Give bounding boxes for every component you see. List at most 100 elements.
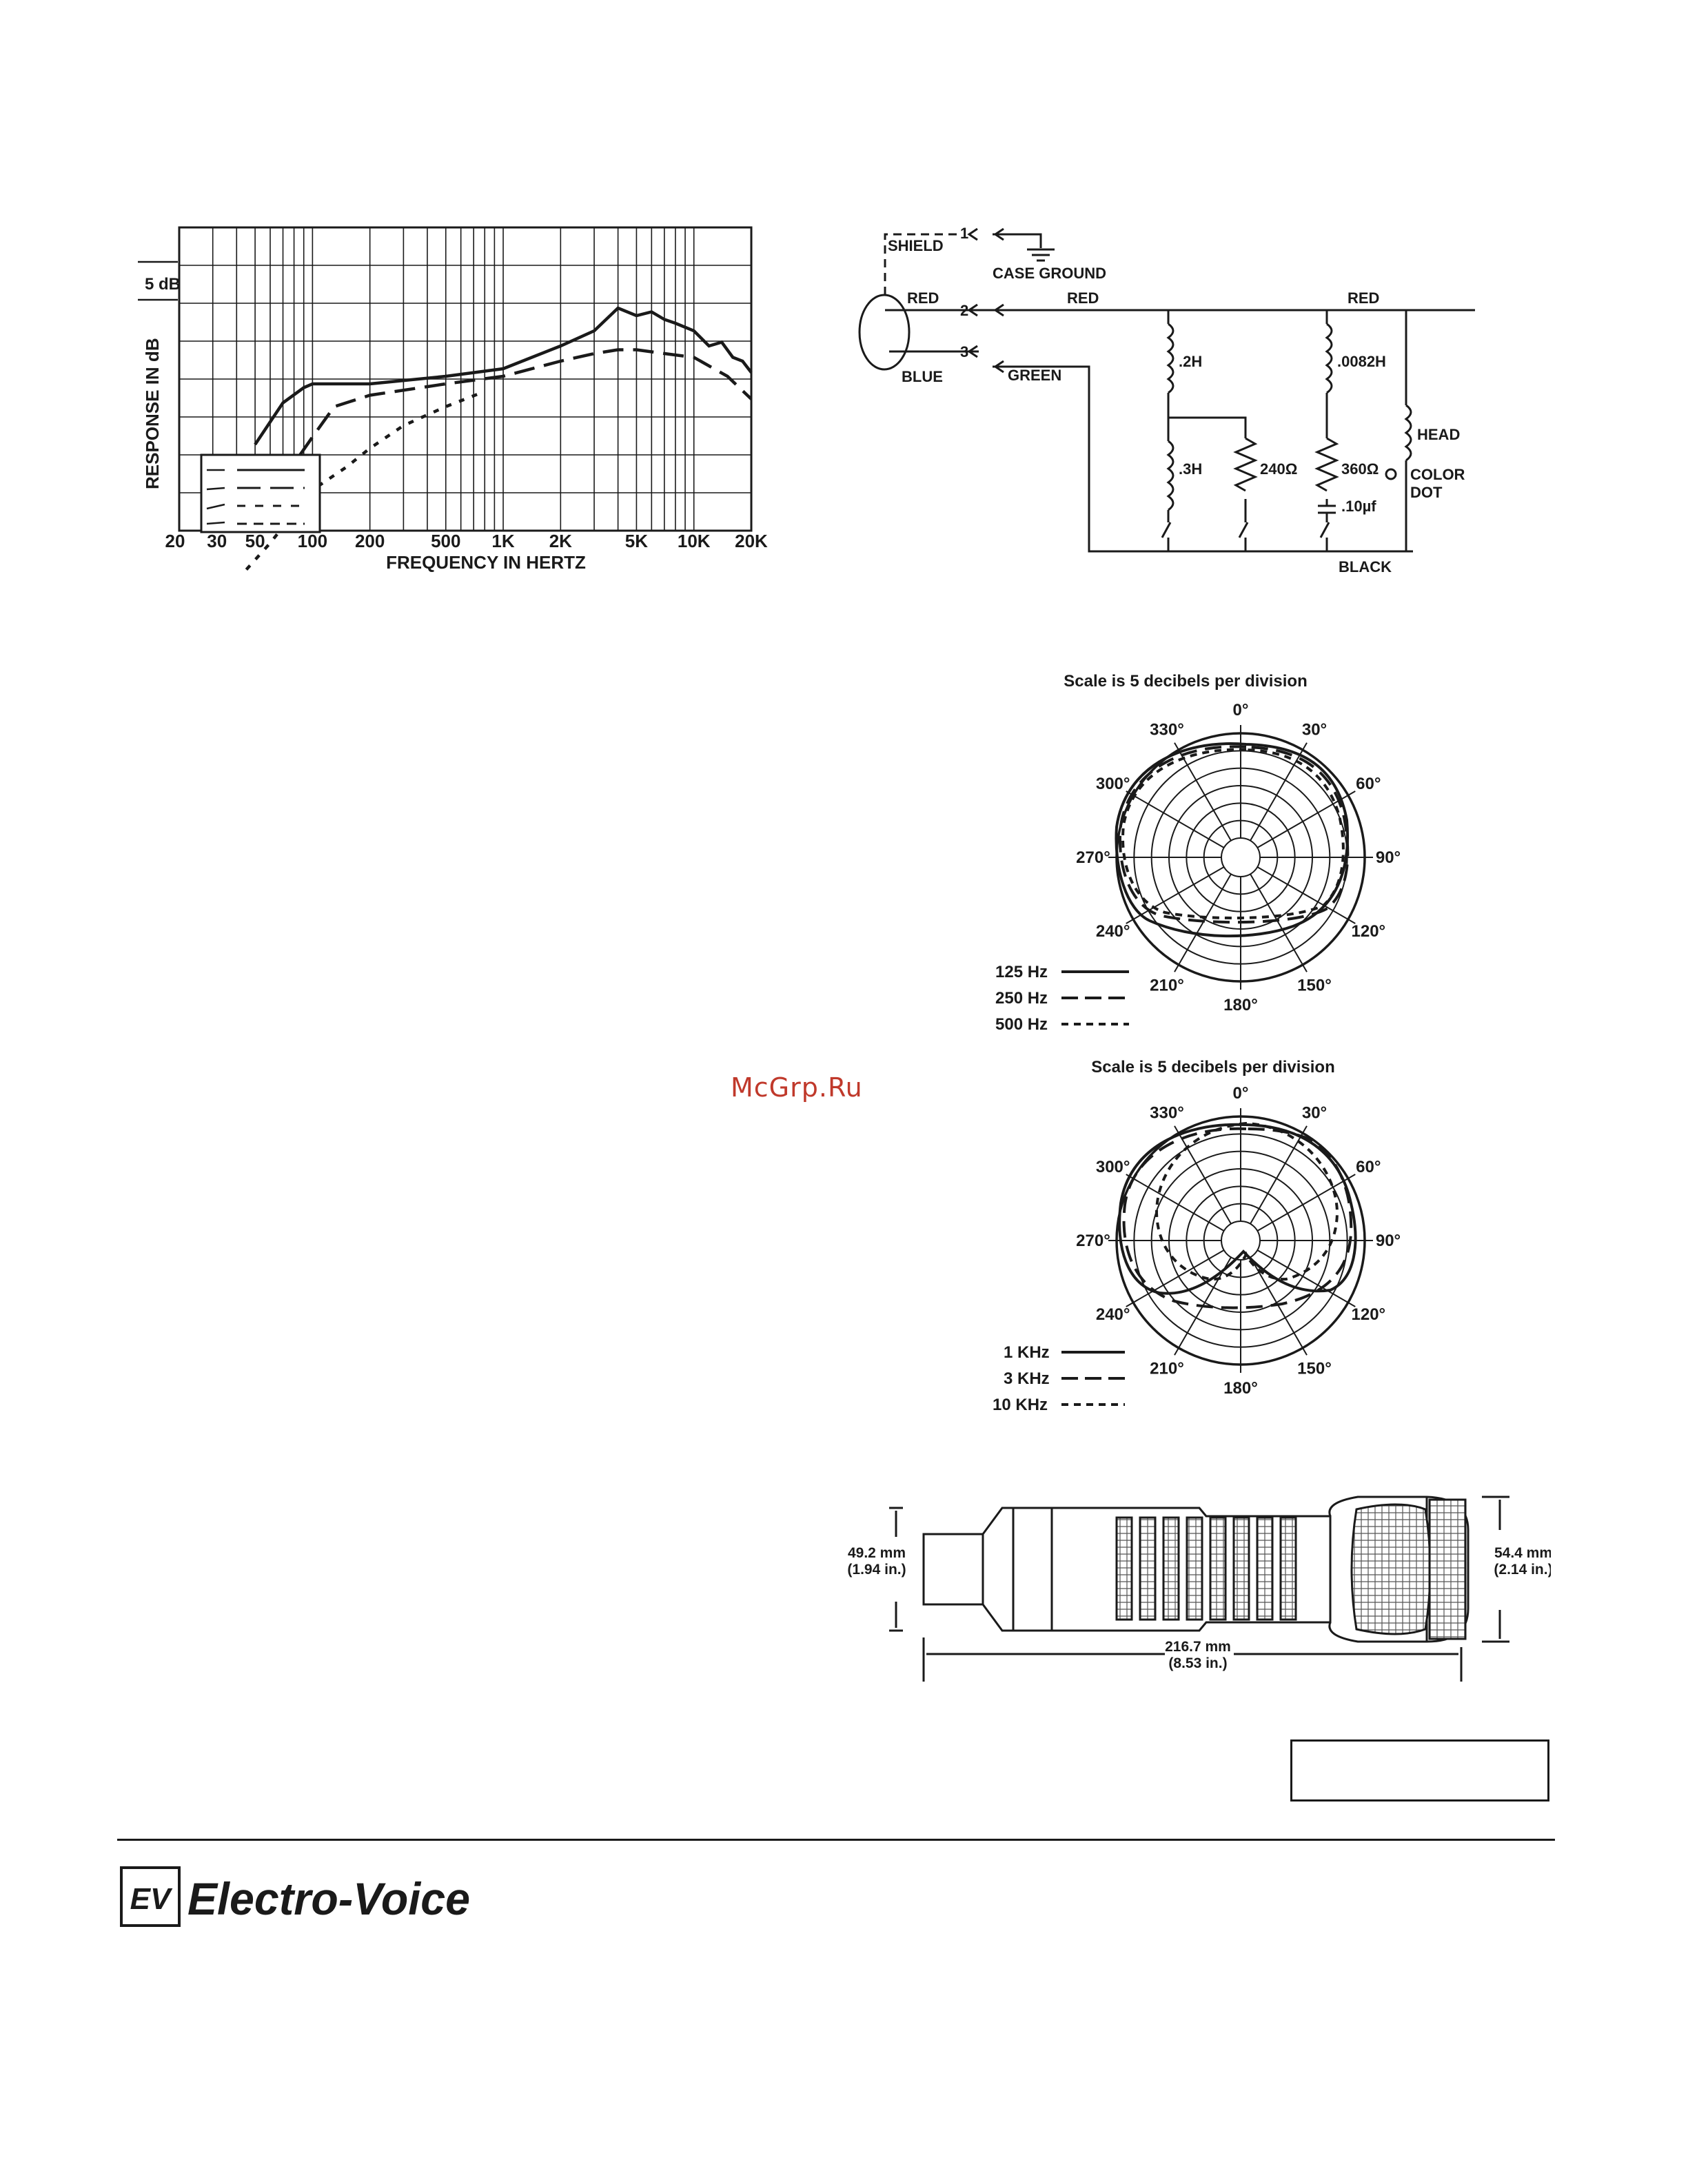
red-label-left: RED <box>907 289 939 307</box>
legend-1khz-label: 1 KHz <box>1004 1343 1050 1362</box>
polar-angle-label: 60° <box>1356 775 1381 793</box>
resistor-240-label: 240Ω <box>1260 460 1297 478</box>
curve-10khz <box>1155 1121 1339 1281</box>
polar-angle-label: 0° <box>1233 1084 1249 1103</box>
polar-spoke <box>1257 1174 1356 1232</box>
pin-3-label: 3 <box>960 343 968 360</box>
x-tick-label: 20 <box>165 531 185 551</box>
x-tick-label: 20K <box>735 531 768 551</box>
chart-grid <box>179 227 752 531</box>
legend-125hz-label: 125 Hz <box>995 963 1048 981</box>
polar-spoke <box>1174 873 1232 972</box>
inductor-00082h <box>1325 323 1333 394</box>
color-dot-label-2: DOT <box>1410 484 1443 501</box>
curve-125hz <box>1115 742 1349 938</box>
length-dim-mm: 216.7 mm <box>1165 1639 1231 1655</box>
polar-pattern-low-frequency: Scale is 5 decibels per division 0°30°60… <box>995 672 1401 1034</box>
polar-angle-label: 30° <box>1302 721 1327 739</box>
scale-label: 5 dB <box>145 275 181 294</box>
chart-frame <box>178 226 753 532</box>
mic-connector <box>922 1533 984 1606</box>
polar-angle-label: 210° <box>1150 976 1184 994</box>
polar-high-legend: 1 KHz 3 KHz 10 KHz <box>993 1343 1125 1414</box>
polar-spoke <box>1257 1249 1356 1307</box>
microphone-dimension-drawing: 49.2 mm (1.94 in.) 54.4 mm (2.14 in.) 21… <box>848 1496 1551 1682</box>
blue-label: BLUE <box>902 368 943 385</box>
polar-angle-label: 0° <box>1233 701 1249 720</box>
curve-1khz <box>1118 1123 1357 1295</box>
polar-high-title: Scale is 5 decibels per division <box>1091 1058 1335 1076</box>
switch-2 <box>1238 499 1249 551</box>
polar-angle-label: 330° <box>1150 1104 1184 1123</box>
x-tick-label: 10K <box>678 531 711 551</box>
polar-high-grid <box>1108 1108 1373 1373</box>
inductor-03h <box>1166 440 1175 511</box>
polar-angle-label: 240° <box>1096 922 1130 941</box>
curve-250hz <box>1119 745 1350 924</box>
color-dot <box>1385 468 1397 480</box>
electro-voice-logo: EV Electro-Voice <box>120 1866 470 1927</box>
polar-spoke <box>1174 1125 1232 1225</box>
mic-grille-slots <box>1115 1516 1297 1621</box>
polar-spoke <box>1126 790 1225 848</box>
chart-series <box>245 306 753 571</box>
polar-spoke <box>1126 866 1225 924</box>
watermark: McGrp.Ru <box>731 1072 863 1103</box>
chart-legend-box <box>200 453 321 533</box>
right-dim-in: (2.14 in.) <box>1494 1562 1551 1578</box>
capacitor-switch <box>1318 499 1336 551</box>
head-label: HEAD <box>1417 426 1460 443</box>
x-axis-label: FREQUENCY IN HERTZ <box>386 552 586 573</box>
head-coil <box>1404 404 1412 462</box>
x-tick-label: 1K <box>491 531 514 551</box>
inductor-02h-label: .2H <box>1179 353 1202 370</box>
pin-1-label: 1 <box>960 225 968 242</box>
legend-250hz-label: 250 Hz <box>995 989 1048 1008</box>
shield-wire <box>884 233 958 295</box>
right-dim-mm: 54.4 mm <box>1494 1545 1551 1561</box>
legend-500hz-label: 500 Hz <box>995 1015 1048 1034</box>
shield-label: SHIELD <box>888 237 944 254</box>
x-tick-label: 100 <box>298 531 327 551</box>
polar-angle-label: 180° <box>1223 1379 1258 1398</box>
pin-3-arrow <box>967 345 978 358</box>
red-label-right: RED <box>1348 289 1379 307</box>
polar-center-ring <box>1221 837 1261 877</box>
x-tick-label: 50 <box>245 531 265 551</box>
connector-ellipse <box>858 294 911 371</box>
pin-2-label: 2 <box>960 302 968 319</box>
resistor-240 <box>1233 437 1258 492</box>
polar-spoke <box>1250 1256 1308 1356</box>
polar-angle-label: 270° <box>1076 848 1110 867</box>
logo-brand-name: Electro-Voice <box>187 1873 470 1924</box>
legend-10khz-label: 10 KHz <box>993 1396 1048 1414</box>
polar-angle-label: 150° <box>1297 1359 1332 1378</box>
mic-head-cap <box>1428 1498 1467 1640</box>
polar-angle-label: 180° <box>1223 996 1258 1014</box>
polar-angle-label: 90° <box>1376 848 1401 867</box>
curve-500hz <box>1121 748 1345 920</box>
case-ground-wire <box>993 233 1042 248</box>
switch-1 <box>1161 510 1172 551</box>
polar-low-curves <box>1115 742 1350 938</box>
x-tick-label: 500 <box>431 531 460 551</box>
polar-high-angle-labels: 0°30°60°90°120°150°180°210°240°270°300°3… <box>1076 1084 1401 1398</box>
polar-angle-label: 210° <box>1150 1359 1184 1378</box>
polar-angle-label: 30° <box>1302 1104 1327 1123</box>
polar-spoke <box>1126 1174 1225 1232</box>
polar-spoke <box>1250 742 1308 841</box>
polar-low-grid <box>1108 725 1373 990</box>
polar-pattern-high-frequency: Scale is 5 decibels per division 0° 30° 60… <box>993 1058 1401 1414</box>
series-line-solid <box>254 306 753 446</box>
pin-2-arrow <box>967 303 978 317</box>
series-line-dashed <box>245 348 753 529</box>
x-tick-label: 200 <box>355 531 385 551</box>
inductor-02h <box>1166 323 1175 394</box>
mic-head-grille <box>1350 1503 1432 1635</box>
polar-low-angle-labels: 0°30°60°90°120°150°180°210°240°270°300°3… <box>1076 701 1401 1014</box>
pin-1-arrow <box>967 227 978 241</box>
length-dim-in: (8.53 in.) <box>1168 1655 1227 1671</box>
polar-angle-label: 60° <box>1356 1158 1381 1176</box>
wiring-schematic: 1 2 3 SHIELD CASE GROUND RED RED RED BLU… <box>858 225 1475 575</box>
